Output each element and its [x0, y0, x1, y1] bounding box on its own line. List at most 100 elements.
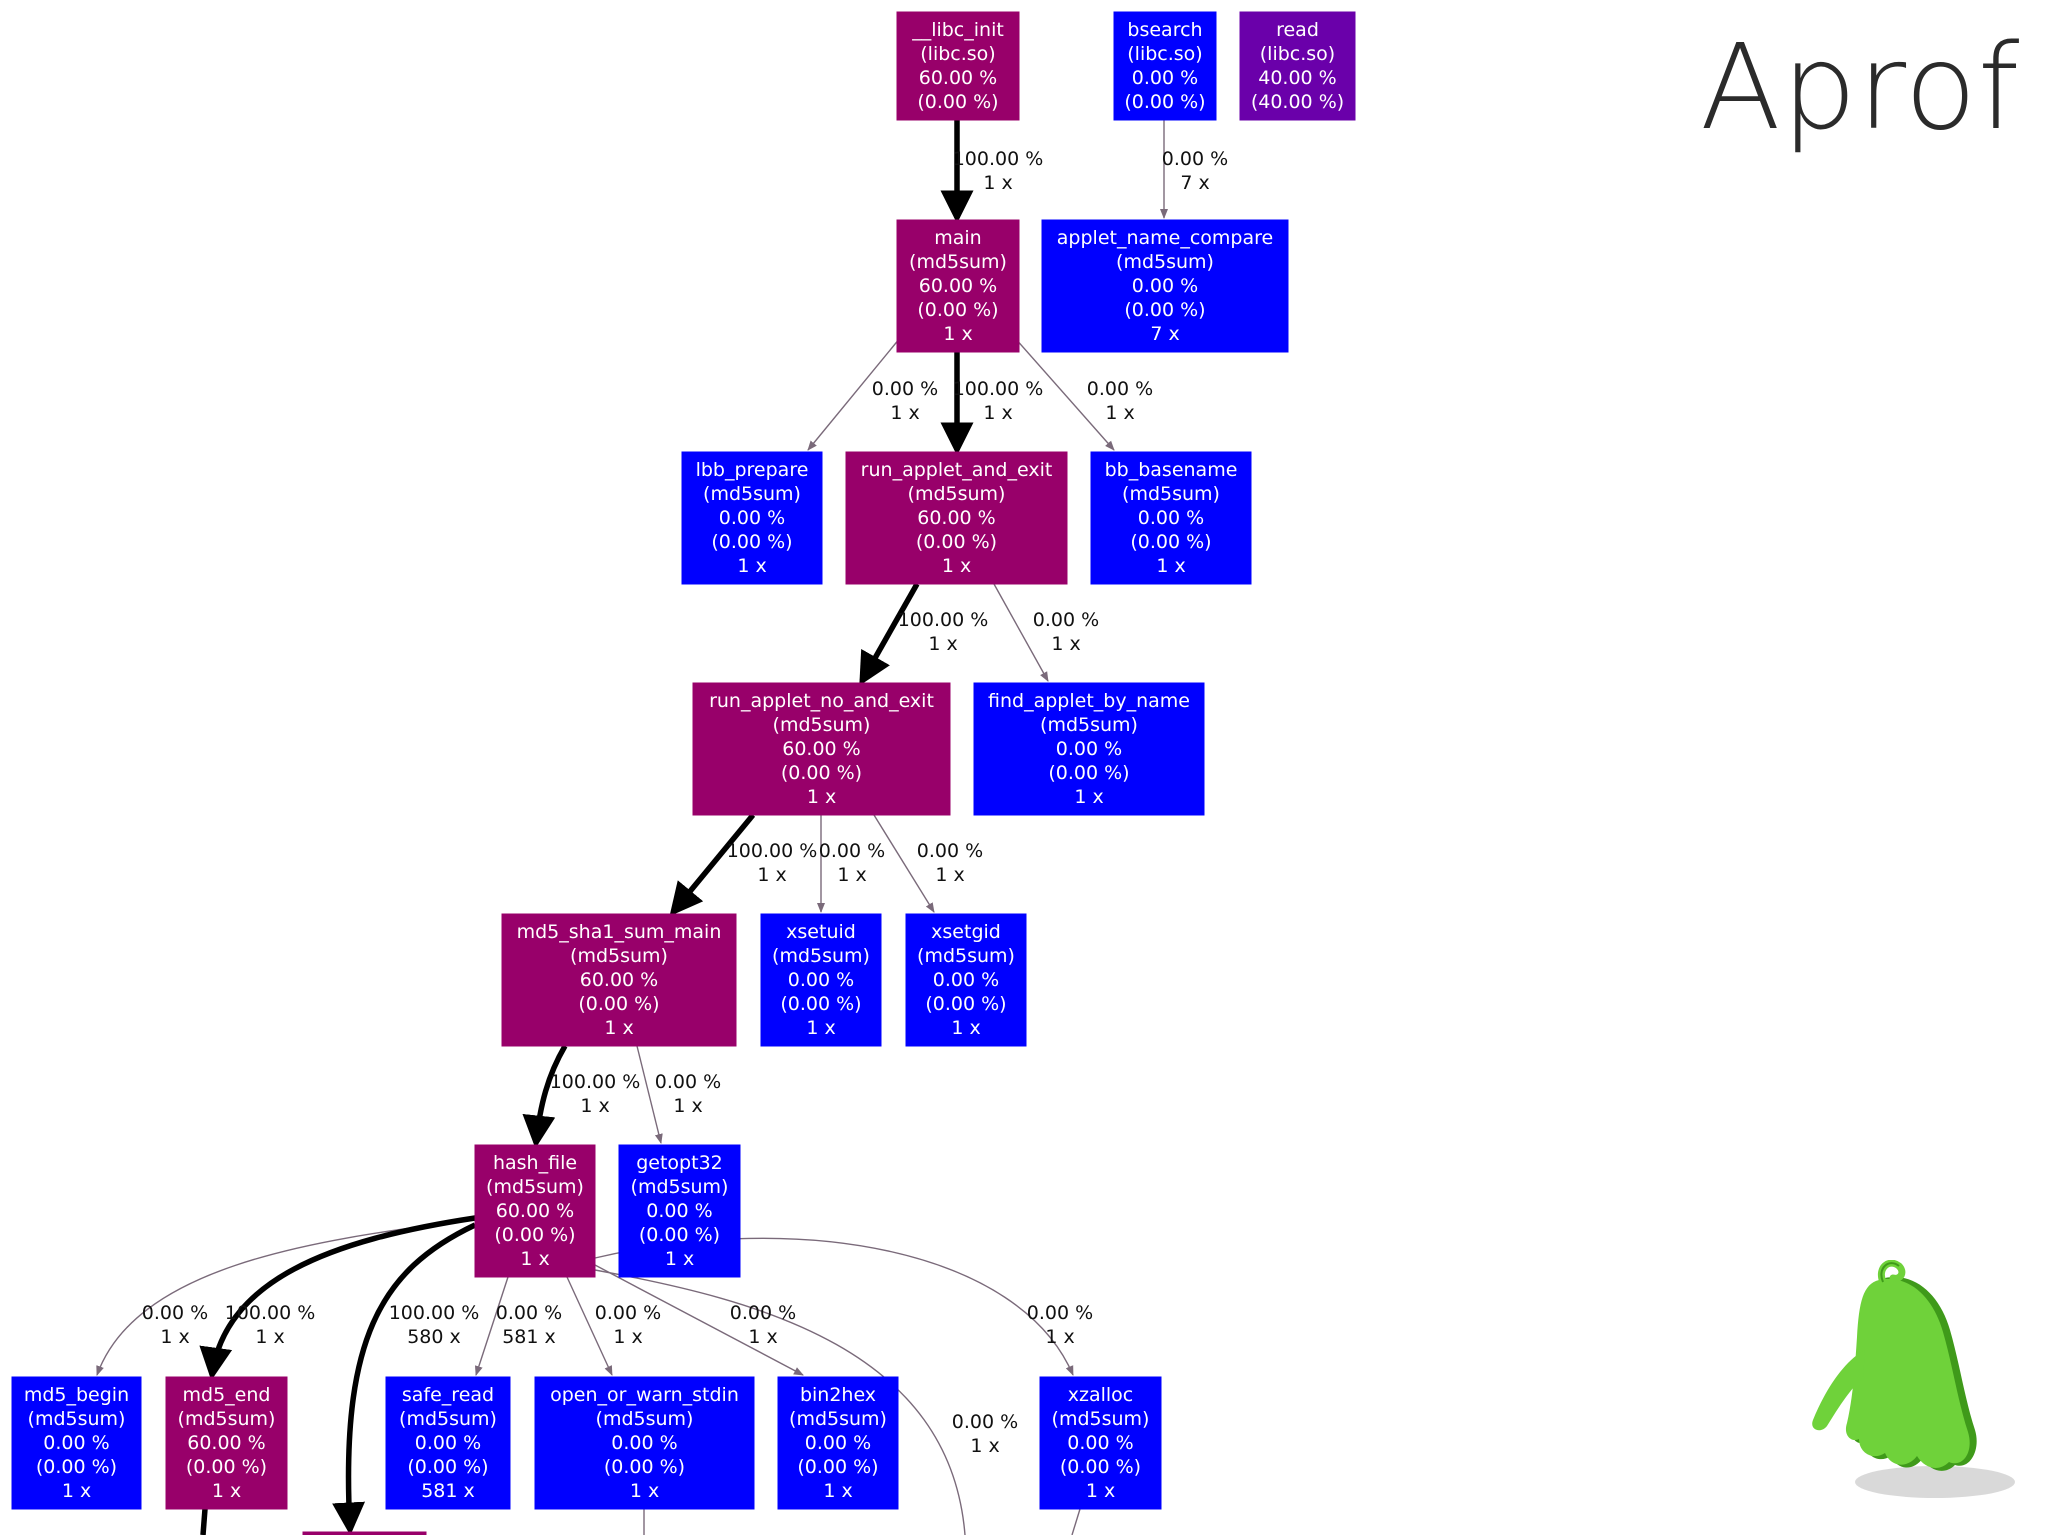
node-md5_sha1_sum_main: md5_sha1_sum_main(md5sum)60.00 %(0.00 %)…: [501, 913, 737, 1047]
edge-main-lbb_prepare: [807, 337, 901, 451]
node-label-open_or_warn_stdin: open_or_warn_stdin: [550, 1384, 739, 1406]
node-box-getopt32: [618, 1144, 741, 1278]
node-label-bb_basename: 1 x: [1156, 555, 1185, 577]
edge-hash_file-md5_begin: [96, 1219, 476, 1376]
node-label-bsearch: (libc.so): [1127, 43, 1202, 65]
node-safe_read: safe_read(md5sum)0.00 %(0.00 %)581 x: [385, 1376, 511, 1510]
node-box-safe_read: [385, 1376, 511, 1510]
node-label-xsetuid: 0.00 %: [788, 969, 854, 991]
edge-label-run_applet_and_exit-run_applet_no_and_exit: 100.00 %: [898, 609, 989, 631]
edge-label-bsearch-applet_name_compare: 0.00 %: [1162, 148, 1228, 170]
node-label-bin2hex: (0.00 %): [797, 1456, 878, 1478]
node-box-xzalloc: [1039, 1376, 1162, 1510]
node-label-bin2hex: 0.00 %: [805, 1432, 871, 1454]
node-label-bb_basename: (md5sum): [1122, 483, 1220, 505]
node-label-xsetuid: (0.00 %): [780, 993, 861, 1015]
node-label-getopt32: 0.00 %: [646, 1200, 712, 1222]
edge-hash_file-md5_hash: [332, 1222, 477, 1535]
node-label-open_or_warn_stdin: (0.00 %): [604, 1456, 685, 1478]
edge-label-hash_file-safe_read: 0.00 %: [496, 1302, 562, 1324]
node-label-run_applet_and_exit: (md5sum): [908, 483, 1006, 505]
edge-label-bsearch-applet_name_compare: 7 x: [1180, 172, 1209, 194]
node-label-getopt32: getopt32: [636, 1152, 723, 1174]
node-label-safe_read: 0.00 %: [415, 1432, 481, 1454]
nodes-layer: __libc_init(libc.so)60.00 %(0.00 %)bsear…: [11, 11, 1356, 1535]
node-read: read(libc.so)40.00 %(40.00 %): [1239, 11, 1356, 121]
node-label-getopt32: (0.00 %): [639, 1224, 720, 1246]
node-label-run_applet_no_and_exit: (0.00 %): [781, 762, 862, 784]
node-bsearch: bsearch(libc.so)0.00 %(0.00 %): [1113, 11, 1217, 121]
node-label-md5_end: 60.00 %: [187, 1432, 266, 1454]
node-label-run_applet_and_exit: (0.00 %): [916, 531, 997, 553]
node-label-md5_sha1_sum_main: (md5sum): [570, 945, 668, 967]
edges-layer: [96, 120, 1168, 1535]
node-bb_basename: bb_basename(md5sum)0.00 %(0.00 %)1 x: [1090, 451, 1252, 585]
edge-label-run_applet_and_exit-find_applet_by_name: 0.00 %: [1033, 609, 1099, 631]
node-box-md5_begin: [11, 1376, 142, 1510]
node-label-run_applet_no_and_exit: run_applet_no_and_exit: [709, 690, 934, 712]
node-label-run_applet_no_and_exit: 1 x: [807, 786, 836, 808]
node-open_or_warn_stdin: open_or_warn_stdin(md5sum)0.00 %(0.00 %)…: [534, 1376, 755, 1510]
node-label-bin2hex: 1 x: [823, 1480, 852, 1502]
node-label-bsearch: 0.00 %: [1132, 67, 1198, 89]
node-box-applet_name_compare: [1041, 219, 1289, 353]
edge-label-md5_sha1_sum_main-getopt32: 1 x: [673, 1095, 702, 1117]
edge-label-main-lbb_prepare: 0.00 %: [872, 378, 938, 400]
node-box-lbb_prepare: [681, 451, 823, 585]
node-label-md5_begin: 0.00 %: [43, 1432, 109, 1454]
node-label-applet_name_compare: applet_name_compare: [1057, 227, 1273, 249]
node-main: main(md5sum)60.00 %(0.00 %)1 x: [896, 219, 1020, 353]
edge-label-hash_file-md5_begin: 0.00 %: [142, 1302, 208, 1324]
node-xzalloc: xzalloc(md5sum)0.00 %(0.00 %)1 x: [1039, 1376, 1162, 1510]
node-box-read: [1239, 11, 1356, 121]
edge-label-md5_sha1_sum_main-hash_file: 100.00 %: [550, 1071, 641, 1093]
node-label-bin2hex: (md5sum): [789, 1408, 887, 1430]
edge-label-run_applet_no_and_exit-xsetuid: 0.00 %: [819, 840, 885, 862]
node-label-md5_end: md5_end: [183, 1384, 271, 1406]
edge-label-hash_file-safe_read: 581 x: [502, 1326, 556, 1348]
node-find_applet_by_name: find_applet_by_name(md5sum)0.00 %(0.00 %…: [973, 682, 1205, 816]
node-label-open_or_warn_stdin: 0.00 %: [611, 1432, 677, 1454]
edge-label-main-run_applet_and_exit: 100.00 %: [953, 378, 1044, 400]
edge-hash_file-md5_end: [199, 1215, 476, 1381]
node-box-libc_init: [896, 11, 1020, 121]
edge-main-bb_basename: [1014, 337, 1115, 451]
node-box-bsearch: [1113, 11, 1217, 121]
edge-label-hash_file-offscreen: 0.00 %: [952, 1411, 1018, 1433]
node-label-main: (0.00 %): [917, 299, 998, 321]
node-label-open_or_warn_stdin: (md5sum): [596, 1408, 694, 1430]
edge-label-md5_sha1_sum_main-getopt32: 0.00 %: [655, 1071, 721, 1093]
node-xsetgid: xsetgid(md5sum)0.00 %(0.00 %)1 x: [905, 913, 1027, 1047]
node-md5_begin: md5_begin(md5sum)0.00 %(0.00 %)1 x: [11, 1376, 142, 1510]
edge-xzalloc-offscreen: [1071, 1508, 1081, 1535]
node-label-xsetgid: 0.00 %: [933, 969, 999, 991]
node-label-lbb_prepare: 0.00 %: [719, 507, 785, 529]
node-label-lbb_prepare: (0.00 %): [711, 531, 792, 553]
edge-label-hash_file-md5_hash: 100.00 %: [389, 1302, 480, 1324]
node-label-safe_read: (md5sum): [399, 1408, 497, 1430]
node-label-xzalloc: 0.00 %: [1067, 1432, 1133, 1454]
edge-label-hash_file-md5_end: 100.00 %: [225, 1302, 316, 1324]
edge-label-main-lbb_prepare: 1 x: [890, 402, 919, 424]
node-label-find_applet_by_name: 0.00 %: [1056, 738, 1122, 760]
node-label-xsetuid: xsetuid: [786, 921, 856, 943]
node-xsetuid: xsetuid(md5sum)0.00 %(0.00 %)1 x: [760, 913, 882, 1047]
edge-label-hash_file-open_or_warn_stdin: 0.00 %: [595, 1302, 661, 1324]
node-box-bin2hex: [777, 1376, 899, 1510]
node-label-main: 60.00 %: [919, 275, 998, 297]
node-label-xsetuid: 1 x: [806, 1017, 835, 1039]
node-label-bb_basename: 0.00 %: [1138, 507, 1204, 529]
node-label-xsetgid: xsetgid: [931, 921, 1001, 943]
node-box-run_applet_and_exit: [845, 451, 1068, 585]
edge-label-hash_file-bin2hex: 1 x: [748, 1326, 777, 1348]
node-applet_name_compare: applet_name_compare(md5sum)0.00 %(0.00 %…: [1041, 219, 1289, 353]
node-label-xsetgid: 1 x: [951, 1017, 980, 1039]
node-label-hash_file: 60.00 %: [496, 1200, 575, 1222]
node-box-md5_hash: [302, 1531, 427, 1535]
edge-label-libc_init-main: 1 x: [983, 172, 1012, 194]
node-label-safe_read: 581 x: [421, 1480, 475, 1502]
node-label-lbb_prepare: (md5sum): [703, 483, 801, 505]
node-label-find_applet_by_name: (0.00 %): [1048, 762, 1129, 784]
